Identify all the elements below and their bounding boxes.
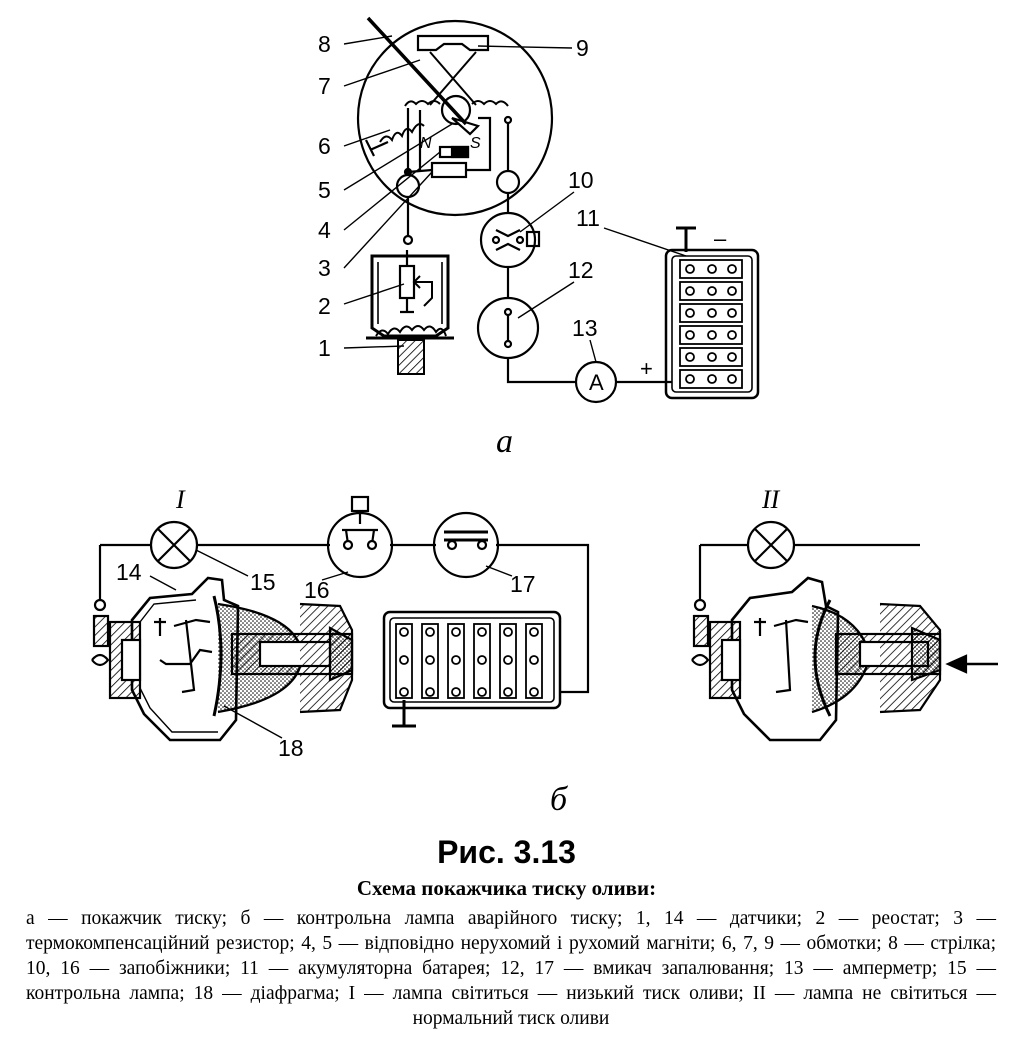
callout-14: 14 <box>116 559 142 585</box>
magnet-pole-s: S <box>470 135 481 152</box>
minus-sign: – <box>714 226 727 251</box>
sensor-14 <box>130 576 240 742</box>
state-label-ii: II <box>761 485 781 514</box>
callout-6: 6 <box>318 133 331 159</box>
callout-13: 13 <box>572 315 598 341</box>
battery-11 <box>664 248 760 400</box>
warning-lamp-part-b <box>91 495 998 742</box>
pointer-needle <box>366 16 468 126</box>
rheostat <box>398 264 416 300</box>
sensor-state-ii <box>730 576 840 742</box>
figure-subtitle: Схема покажчика тиску оливи: <box>356 876 657 900</box>
callout-9: 9 <box>576 35 589 61</box>
figure-caption: а — покажчик тиску; б — контрольна лампа… <box>26 908 996 1029</box>
sublabel-a: а <box>496 423 513 460</box>
callout-12: 12 <box>568 257 594 283</box>
ammeter-symbol: A <box>589 370 604 395</box>
callout-15: 15 <box>250 569 276 595</box>
gauge-dial <box>356 19 554 217</box>
figure-title: Рис. 3.13 <box>437 834 576 870</box>
callout-17: 17 <box>510 571 536 597</box>
gauge-part-a <box>343 16 760 404</box>
warning-lamp-15 <box>149 520 199 570</box>
callout-8: 8 <box>318 31 331 57</box>
callout-7: 7 <box>318 73 331 99</box>
callout-11: 11 <box>576 205 600 231</box>
warning-lamp-state-ii <box>746 520 796 570</box>
plus-sign: + <box>640 356 653 381</box>
ignition-switch-17 <box>432 511 500 579</box>
callout-4: 4 <box>318 217 331 243</box>
magnet-pole-n: N <box>420 135 432 152</box>
battery-part-b <box>382 610 562 710</box>
callout-18: 18 <box>278 735 304 761</box>
callout-16: 16 <box>304 577 330 603</box>
sublabel-b: б <box>550 781 569 818</box>
state-label-i: I <box>175 485 186 514</box>
callout-10: 10 <box>568 167 594 193</box>
callout-2: 2 <box>318 293 331 319</box>
callout-5: 5 <box>318 177 331 203</box>
callout-1: 1 <box>318 335 331 361</box>
callout-3: 3 <box>318 255 331 281</box>
thermo-resistor <box>430 161 468 179</box>
oil-pressure-diagram: 8 7 6 5 4 3 2 1 9 10 11 12 13 A – + N S … <box>91 16 998 818</box>
